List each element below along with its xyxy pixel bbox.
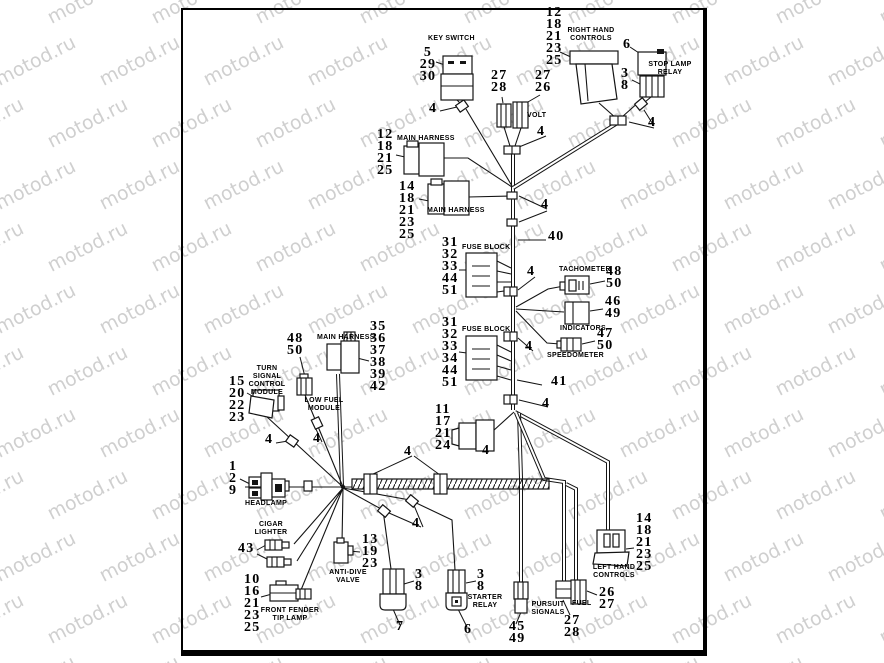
cigar-lighter-component xyxy=(264,539,292,568)
turn-signal-module-numbers: 15 20 22 23 xyxy=(229,374,246,425)
low-fuel-module-label: LOW FUEL MODULE xyxy=(304,397,344,412)
main-harness-upper-label: MAIN HARNESS xyxy=(397,135,455,142)
anti-dive-valve-component xyxy=(333,537,354,564)
tachometer-numbers: 48 50 xyxy=(606,264,623,291)
starter-relay-component xyxy=(445,569,468,611)
ref-4: 4 xyxy=(404,444,413,459)
headlamp-numbers: 1 2 9 xyxy=(229,459,238,498)
main-harness-upper-numbers: 12 18 21 25 xyxy=(377,127,394,178)
fuse-block-lower-label: FUSE BLOCK xyxy=(462,326,511,333)
pursuit-signals-component xyxy=(513,581,529,614)
fuse-block-upper-component xyxy=(465,252,498,298)
mid-connector-numbers: 11 17 21 24 xyxy=(435,402,452,453)
front-fender-tip-lamp-label: FRONT FENDER TIP LAMP xyxy=(260,607,320,622)
main-harness-upper-component xyxy=(403,140,445,177)
ref-4: 4 xyxy=(429,101,438,116)
wires xyxy=(245,96,652,591)
stop-lamp-relay-label: STOP LAMP RELAY xyxy=(648,61,692,76)
ref-4: 4 xyxy=(265,432,274,447)
mid-connector-component xyxy=(451,419,495,452)
speedometer-component xyxy=(556,337,582,352)
main-harness-left-component xyxy=(326,331,360,374)
speedometer-numbers: 47 50 xyxy=(597,326,614,353)
solenoid-component xyxy=(379,568,407,611)
tachometer-label: TACHOMETER xyxy=(559,266,611,273)
main-harness-bar xyxy=(351,478,550,490)
left-hand-controls-label: LEFT HAND CONTROLS xyxy=(592,564,636,579)
ref-4: 4 xyxy=(542,396,551,411)
components xyxy=(248,49,667,614)
fuel-numbers-below: 27 28 xyxy=(564,613,581,640)
tachometer-component xyxy=(559,275,590,295)
pursuit-signals-numbers: 45 49 xyxy=(509,619,526,646)
volt-numbers-right: 27 26 xyxy=(535,68,552,95)
main-harness-lower-component xyxy=(427,178,470,216)
headlamp-label: HEADLAMP xyxy=(245,500,288,507)
turn-signal-module-label: TURN SIGNAL CONTROL MODULE xyxy=(248,365,286,396)
ref-4: 4 xyxy=(648,115,657,130)
ref-40: 40 xyxy=(548,229,565,244)
low-fuel-module-component xyxy=(296,373,313,396)
low-fuel-module-numbers: 48 50 xyxy=(287,331,304,358)
volt-meter-component xyxy=(496,101,529,129)
left-hand-controls-component xyxy=(592,529,630,567)
fuel-label: FUEL xyxy=(572,600,592,607)
stop-lamp-relay-number-top: 6 xyxy=(623,37,632,52)
ref-4: 4 xyxy=(412,516,421,531)
stop-lamp-relay-component xyxy=(637,49,667,98)
turn-signal-module-component xyxy=(248,389,285,419)
front-fender-tip-lamp-component xyxy=(269,580,312,602)
headlamp-component xyxy=(248,472,286,501)
diagram-border xyxy=(181,8,707,656)
pursuit-signals-label: PURSUIT SIGNALS xyxy=(531,601,565,616)
key-switch-numbers: 5 29 30 xyxy=(419,45,437,84)
front-fender-tip-lamp-numbers: 10 16 21 23 25 xyxy=(244,572,261,635)
indicators-label: INDICATORS xyxy=(560,325,606,332)
main-harness-left-numbers: 35 36 37 38 39 42 xyxy=(370,319,387,394)
right-hand-controls-component xyxy=(569,50,619,105)
indicators-component xyxy=(564,301,590,325)
fuel-numbers-right: 26 27 xyxy=(599,585,616,612)
cigar-lighter-number: 43 xyxy=(238,541,255,556)
volt-numbers-left: 27 28 xyxy=(491,68,508,95)
right-hand-controls-label: RIGHT HAND CONTROLS xyxy=(567,27,615,42)
fuse-block-upper-label: FUSE BLOCK xyxy=(462,244,511,251)
cigar-lighter-label: CIGAR LIGHTER xyxy=(254,521,288,536)
fuse-block-upper-numbers: 31 32 33 44 51 xyxy=(442,235,459,298)
ref-4: 4 xyxy=(482,443,491,458)
speedometer-label: SPEEDOMETER xyxy=(547,352,604,359)
fuse-block-lower-numbers: 31 32 33 34 44 51 xyxy=(442,315,459,390)
starter-relay-label: STARTER RELAY xyxy=(467,594,503,609)
starter-relay-numbers-side: 3 8 xyxy=(477,567,486,594)
harness-trunks xyxy=(336,120,621,582)
indicators-numbers: 46 49 xyxy=(605,294,622,321)
main-harness-left-label: MAIN HARNESS xyxy=(317,334,375,341)
ref-4: 4 xyxy=(537,124,546,139)
fuel-component xyxy=(555,579,587,605)
stop-lamp-relay-numbers-side: 3 8 xyxy=(621,66,630,93)
leader-lines xyxy=(239,46,655,628)
right-hand-controls-numbers: 12 18 21 23 25 xyxy=(546,5,563,68)
ref-4: 4 xyxy=(541,197,550,212)
ref-4: 4 xyxy=(527,264,536,279)
left-hand-controls-numbers: 14 18 21 23 25 xyxy=(636,511,653,574)
main-harness-lower-numbers: 14 18 21 23 25 xyxy=(399,179,416,242)
fuse-block-lower-component xyxy=(465,335,498,381)
volt-label: VOLT xyxy=(527,112,547,119)
key-switch-component xyxy=(440,55,474,101)
solenoid-number-bottom: 7 xyxy=(396,619,405,634)
starter-relay-number-bottom: 6 xyxy=(464,622,473,637)
ref-4: 4 xyxy=(313,431,322,446)
ref-4: 4 xyxy=(525,339,534,354)
solenoid-numbers-side: 3 8 xyxy=(415,567,424,594)
ref-41: 41 xyxy=(551,374,568,389)
anti-dive-valve-numbers: 13 19 23 xyxy=(362,532,379,571)
anti-dive-valve-label: ANTI-DIVE VALVE xyxy=(329,569,367,584)
key-switch-label: KEY SWITCH xyxy=(428,35,475,42)
main-harness-lower-label: MAIN HARNESS xyxy=(427,207,485,214)
